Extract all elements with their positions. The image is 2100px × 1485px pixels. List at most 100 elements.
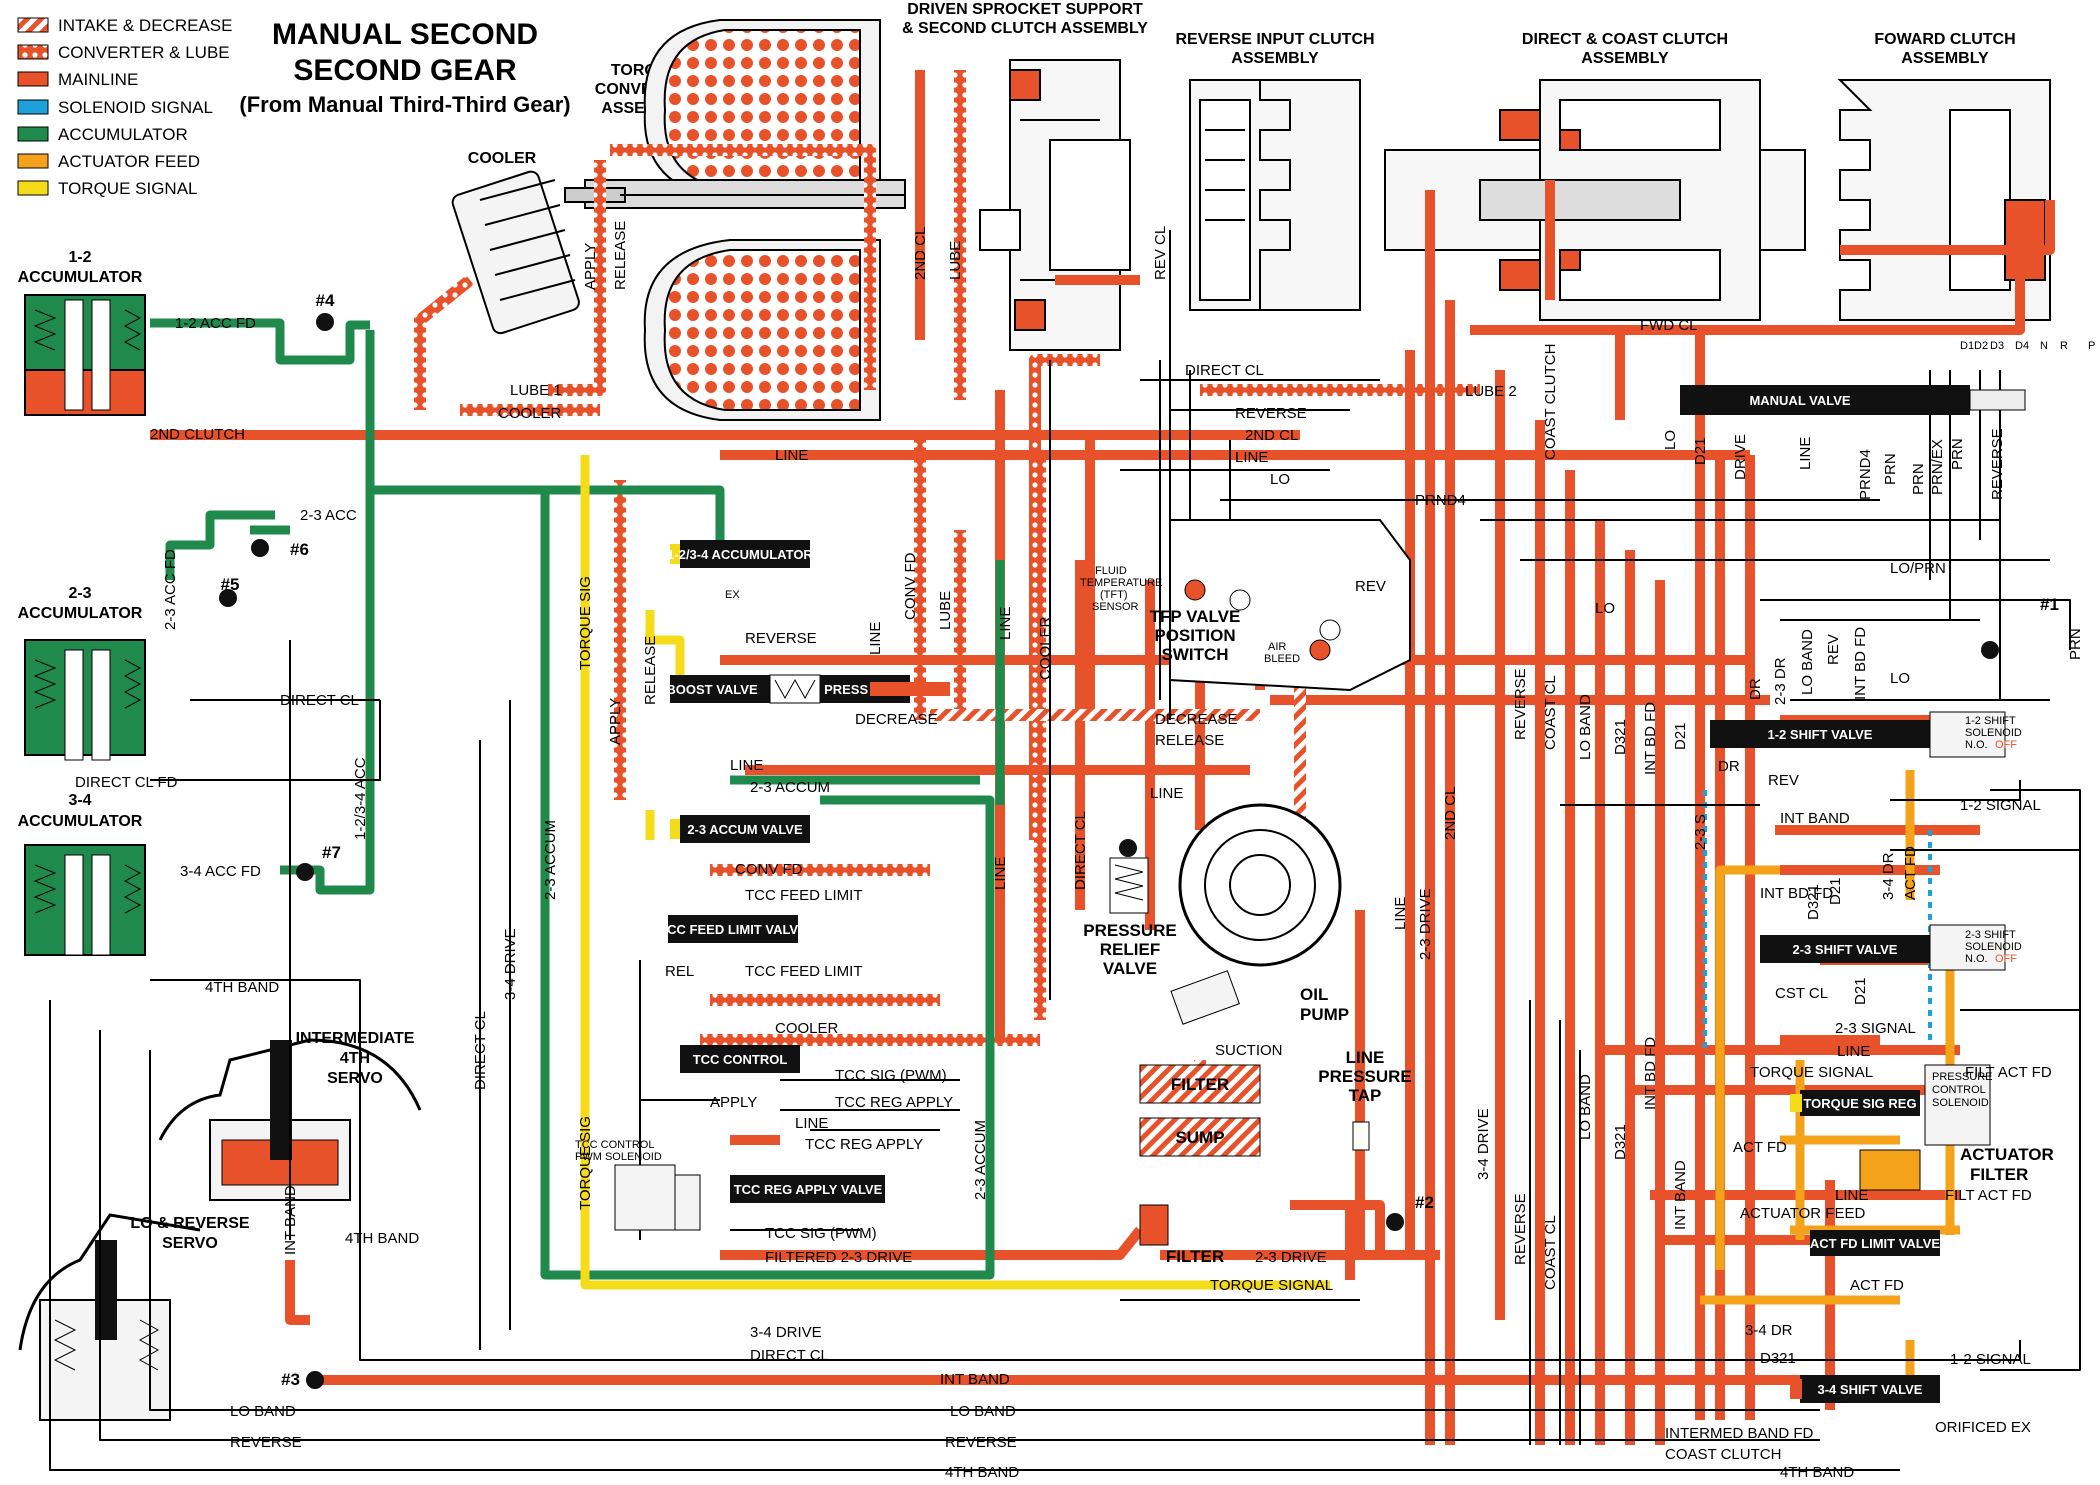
- passage-acc12-fd: 1-2 ACC FD: [175, 315, 256, 332]
- passage-d321-3: D321: [1805, 884, 1822, 920]
- passage-lo-band-v2: LO BAND: [1577, 1074, 1594, 1140]
- direct-coast-label: DIRECT & COAST CLUTCH: [1522, 31, 1728, 48]
- direct-coast-drawing: [1384, 79, 1806, 321]
- passage-fwd-cl: FWD CL: [1640, 317, 1698, 334]
- passage-release-3: RELEASE: [1155, 732, 1224, 749]
- checkball-7-label: #7: [322, 843, 341, 862]
- int-servo-title-2: 4TH: [340, 1050, 370, 1067]
- passage-prnex: PRN/EX: [1929, 439, 1946, 495]
- checkball-1-label: #1: [2040, 595, 2059, 614]
- title-line-3: (From Manual Third-Third Gear): [239, 92, 570, 117]
- passage-lo-prn: LO/PRN: [1890, 560, 1946, 577]
- passage-prn-3: PRN: [1910, 463, 1927, 495]
- passage-lube-2: LUBE: [937, 591, 954, 630]
- accum-23-valve: 2-3 ACCUM VALVE: [670, 815, 810, 843]
- acc12-title: 1-2: [68, 249, 91, 266]
- passage-34-drive: 3-4 DRIVE: [502, 928, 519, 1000]
- passage-coast-cl-2: COAST CL: [1542, 1215, 1559, 1290]
- reverse-input-label: REVERSE INPUT CLUTCH: [1175, 31, 1374, 48]
- passage-int-bd-fd-3: INT BD FD: [1852, 627, 1869, 700]
- shift23-sol-label-3: N.O.: [1965, 953, 1988, 965]
- line-tap-label-3: TAP: [1349, 1086, 1382, 1105]
- passage-filtered-23-drive: FILTERED 2-3 DRIVE: [765, 1249, 912, 1266]
- passage-filt-act-fd-2: FILT ACT FD: [1945, 1187, 2032, 1204]
- passage-23-drive-v: 2-3 DRIVE: [1417, 888, 1434, 960]
- passage-intermed-band-fd: INTERMED BAND FD: [1665, 1425, 1814, 1442]
- passage-apply-3: APPLY: [710, 1094, 757, 1111]
- legend-label: ACTUATOR FEED: [58, 152, 200, 171]
- shift12-sol-label-3: N.O.: [1965, 739, 1988, 751]
- passage-rev-2: REV: [1768, 772, 1799, 789]
- legend-label: SOLENOID SIGNAL: [58, 98, 213, 117]
- passage-apply: APPLY: [582, 243, 599, 290]
- legend-label: CONVERTER & LUBE: [58, 43, 230, 62]
- tcc-pwm-label: TCC CONTROL: [575, 1139, 654, 1151]
- act-fd-limit-valve: ACT FD LIMIT VALVE: [1810, 1230, 1940, 1256]
- passage-conv-fd-2: CONV FD: [735, 861, 803, 878]
- passage-int-bd-fd-4: INT BD FD: [1760, 885, 1833, 902]
- acc34-title-2: ACCUMULATOR: [18, 813, 143, 830]
- acc23-title: 2-3: [68, 585, 91, 602]
- lo-rev-servo-title: LO & REVERSE: [130, 1215, 249, 1232]
- passage-4th-band-4: 4TH BAND: [1780, 1464, 1854, 1481]
- passage-int-band-2: INT BAND: [1780, 810, 1850, 827]
- passage-direct-cl-2: DIRECT CL: [750, 1347, 829, 1364]
- passage-34-dr-2: 3-4 DR: [1745, 1322, 1793, 1339]
- checkball-4-label: #4: [316, 291, 335, 310]
- passage-act-fd: ACT FD: [1902, 846, 1919, 900]
- oil-pump-label: OIL: [1300, 985, 1328, 1004]
- accumulator-12: 1-2 ACCUMULATOR: [18, 249, 146, 416]
- passage-23-accum: 2-3 ACCUM: [750, 779, 830, 796]
- passage-release-2: RELEASE: [642, 636, 659, 705]
- legend-item-accumulator: ACCUMULATOR: [17, 125, 188, 144]
- passage-direct-cl-top: DIRECT CL: [1185, 362, 1264, 379]
- torque-sig-reg-label: TORQUE SIG REG: [1803, 1096, 1916, 1111]
- passage-cooler: COOLER: [498, 405, 562, 422]
- passage-coast-cl: COAST CL: [1542, 675, 1559, 750]
- passage-direct-cl-v2: DIRECT CL: [472, 1011, 489, 1090]
- passage-int-band: INT BAND: [940, 1371, 1010, 1388]
- passage-rev-cl: REV CL: [1152, 226, 1169, 280]
- tfp-label-3: SWITCH: [1161, 645, 1228, 664]
- passage-lo-band-v3: LO BAND: [1799, 629, 1816, 695]
- passage-tcc-feed-limit-2: TCC FEED LIMIT: [745, 963, 863, 980]
- passage-reverse-2: REVERSE: [945, 1434, 1017, 1451]
- passage-dr: DR: [1747, 678, 1764, 700]
- page-title: MANUAL SECOND SECOND GEAR (From Manual T…: [239, 18, 570, 117]
- checkball-4: #4: [316, 291, 335, 331]
- passage-tcc-reg-apply-2: TCC REG APPLY: [805, 1136, 923, 1153]
- pc-sol-label-3: SOLENOID: [1932, 1097, 1989, 1109]
- int-servo-title: INTERMEDIATE: [296, 1030, 415, 1047]
- passage-4th-band: 4TH BAND: [205, 979, 279, 996]
- cooler-drawing: [451, 170, 580, 335]
- passage-d21-v: D21: [1672, 722, 1689, 750]
- shift12-sol-label-4: OFF: [1995, 739, 2017, 751]
- int-servo-title-3: SERVO: [327, 1070, 383, 1087]
- tft-label: FLUID: [1095, 565, 1127, 577]
- passage-23-accum-v2: 2-3 ACCUM: [972, 1120, 989, 1200]
- position-d4: D4: [2015, 340, 2029, 352]
- passage-12-signal-2: 1-2 SIGNAL: [1950, 1351, 2031, 1368]
- shift12-label: 1-2 SHIFT VALVE: [1768, 727, 1873, 742]
- passage-orificed-ex: ORIFICED EX: [1935, 1419, 2031, 1436]
- checkball-2-label: #2: [1415, 1193, 1434, 1212]
- passage-int-bd-fd-2: INT BD FD: [1642, 1037, 1659, 1110]
- filter-label: FILTER: [1171, 1075, 1229, 1094]
- passage-12-signal: 1-2 SIGNAL: [1960, 797, 2041, 814]
- tfp-switch: TFP VALVE POSITION SWITCH FLUID TEMPERAT…: [1080, 519, 1411, 692]
- checkball-1: #1: [1981, 595, 2059, 659]
- checkball-5: #5: [219, 575, 239, 607]
- shift23-sol-label-4: OFF: [1995, 953, 2017, 965]
- shift-12-valve: 1-2 SHIFT VALVE: [1710, 711, 2006, 758]
- passage-torque-signal-2: TORQUE SIGNAL: [1750, 1064, 1873, 1081]
- line-tap-label: LINE: [1346, 1048, 1385, 1067]
- acc34-title: 3-4: [68, 792, 91, 809]
- acc23-title-2: ACCUMULATOR: [18, 605, 143, 622]
- passage-reverse-v3: REVERSE: [1512, 1193, 1529, 1265]
- passage-lo-band-2: LO BAND: [950, 1403, 1016, 1420]
- passage-prn: PRN: [1882, 453, 1899, 485]
- passage-23-signal: 2-3 SIGNAL: [1835, 1020, 1916, 1037]
- checkball-3-label: #3: [281, 1370, 300, 1389]
- title-line-2: SECOND GEAR: [293, 54, 517, 87]
